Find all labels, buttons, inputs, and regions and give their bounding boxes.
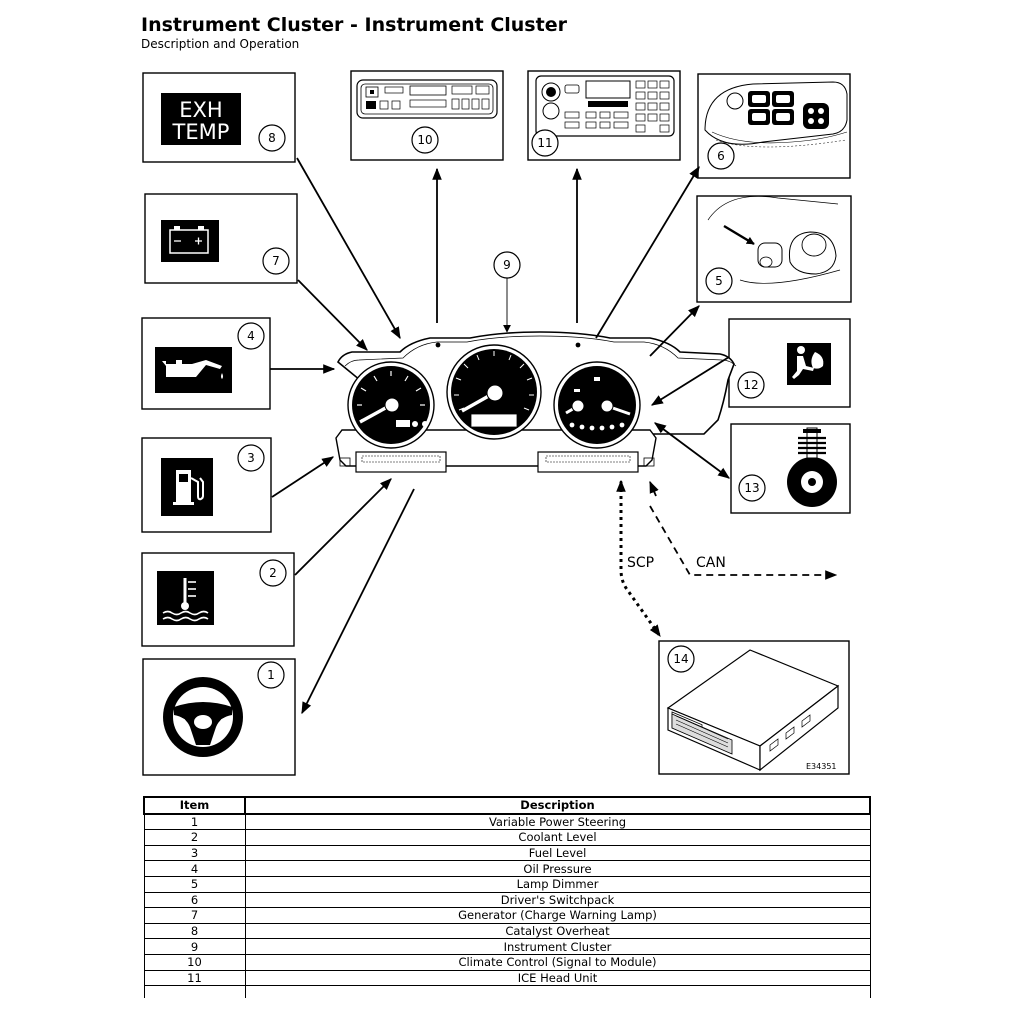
column-header-description: Description [244, 796, 871, 815]
ice-head-unit-icon [535, 75, 675, 137]
callout-box-4: 4 [141, 317, 271, 410]
callout-box-5: 5 [696, 195, 852, 303]
callout-number-5: 5 [715, 274, 723, 288]
description-cell: Variable Power Steering [244, 813, 871, 831]
left-gauge-icon [347, 361, 435, 449]
can-label: CAN [696, 555, 726, 571]
horn-icon [787, 427, 837, 507]
airbag-icon [787, 343, 831, 385]
exh-label: EXH [179, 98, 222, 122]
coolant-level-icon [157, 571, 214, 625]
callout-number-1: 1 [267, 668, 275, 682]
item-cell: 11 [143, 969, 246, 987]
item-cell: 2 [143, 829, 246, 846]
description-cell: ICE Head Unit [244, 969, 871, 987]
description-cell: Coolant Level [244, 829, 871, 846]
item-cell [143, 985, 246, 999]
callout-number-10: 10 [417, 133, 432, 147]
network-links: SCP CAN [616, 479, 838, 637]
item-cell: 3 [143, 844, 246, 862]
item-cell: 7 [143, 907, 246, 924]
page-subtitle: Description and Operation [141, 37, 300, 51]
scp-label: SCP [627, 555, 654, 571]
description-cell: Driver's Switchpack [244, 891, 871, 909]
control-module-icon [666, 649, 840, 772]
item-cell: 10 [143, 953, 246, 971]
instrument-cluster-diagram: EXH TEMP 8 7 4 [141, 70, 852, 776]
callout-box-1: 1 [142, 658, 296, 776]
item-cell: 6 [143, 891, 246, 909]
steering-wheel-icon [163, 677, 243, 757]
callout-box-12: 12 [728, 318, 851, 408]
figure-code: E34351 [806, 762, 837, 771]
description-cell: Catalyst Overheat [244, 922, 871, 940]
callout-box-8: EXH TEMP 8 [142, 72, 296, 163]
callout-box-11: 11 [527, 70, 681, 161]
callout-box-6: 6 [697, 73, 851, 179]
callout-number-13: 13 [744, 481, 759, 495]
instrument-cluster-drawing [335, 331, 737, 473]
callout-number-3: 3 [247, 451, 255, 465]
callout-box-2: 2 [141, 552, 295, 647]
exhaust-temp-icon [161, 93, 241, 145]
callout-number-11: 11 [537, 136, 552, 150]
climate-control-panel-icon [356, 79, 498, 119]
callout-number-7: 7 [272, 254, 280, 268]
callout-9: 9 [493, 251, 521, 333]
table-row-partial [143, 985, 871, 999]
page-title: Instrument Cluster - Instrument Cluster [141, 14, 567, 36]
connection-arrows [270, 157, 730, 715]
callout-number-8: 8 [268, 131, 276, 145]
battery-icon [161, 220, 219, 262]
callout-box-13: 13 [730, 423, 851, 514]
callout-number-14: 14 [673, 652, 688, 666]
callout-number-4: 4 [247, 329, 255, 343]
speedometer-icon [446, 344, 542, 440]
column-header-item: Item [143, 796, 246, 815]
item-cell: 4 [143, 860, 246, 877]
fuel-pump-icon [161, 458, 213, 516]
item-cell: 5 [143, 875, 246, 893]
temp-label: TEMP [172, 120, 230, 144]
right-gauge-icon [553, 361, 641, 449]
callout-box-10: 10 [350, 70, 504, 161]
table-header-row: Item Description [143, 796, 871, 815]
callout-number-6: 6 [717, 149, 725, 163]
lamp-dimmer-icon [707, 195, 841, 284]
description-cell [244, 985, 871, 999]
item-cell: 1 [143, 813, 246, 831]
callout-number-2: 2 [269, 566, 277, 580]
switchpack-icon [704, 81, 848, 148]
description-cell: Oil Pressure [244, 860, 871, 877]
callout-number-12: 12 [743, 378, 758, 392]
description-cell: Lamp Dimmer [244, 875, 871, 893]
callout-box-3: 3 [141, 437, 272, 533]
description-cell: Generator (Charge Warning Lamp) [244, 907, 871, 924]
callout-number-9: 9 [503, 258, 511, 272]
description-cell: Fuel Level [244, 844, 871, 862]
callout-box-14: 14 E34351 [658, 640, 850, 775]
callout-box-7: 7 [144, 193, 298, 284]
item-cell: 8 [143, 922, 246, 940]
item-cell: 9 [143, 938, 246, 955]
oil-can-icon [155, 347, 232, 393]
description-cell: Climate Control (Signal to Module) [244, 953, 871, 971]
description-cell: Instrument Cluster [244, 938, 871, 955]
